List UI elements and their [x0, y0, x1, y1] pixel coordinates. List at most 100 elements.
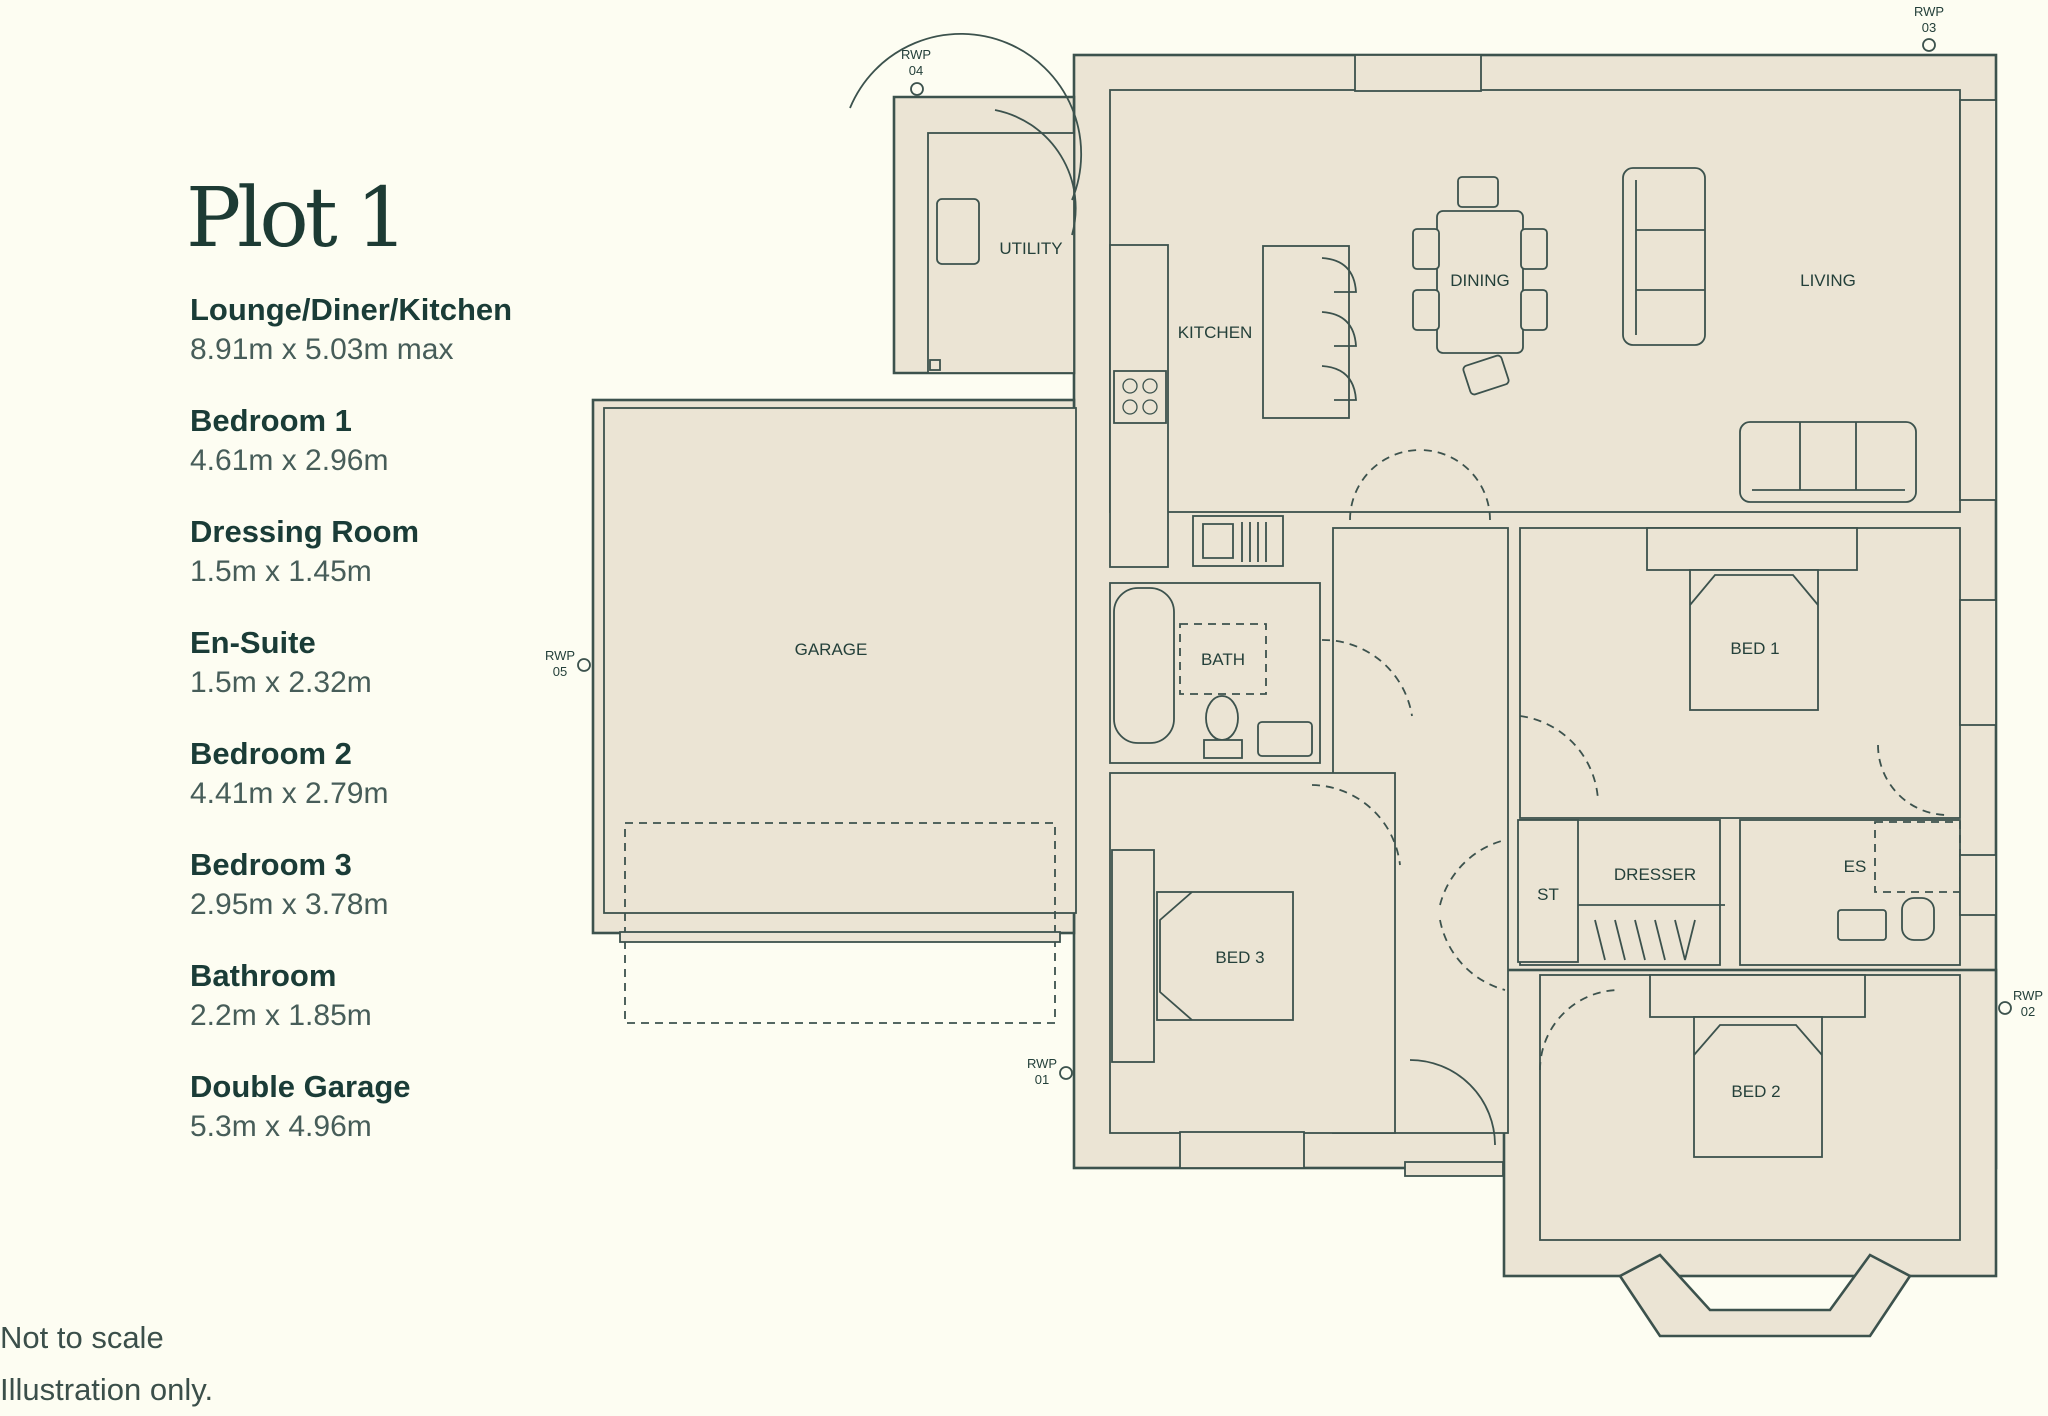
room-size: 8.91m x 5.03m max: [190, 333, 454, 366]
ensuite-toilet: [1901, 897, 1935, 941]
svg-text:RWP: RWP: [1027, 1056, 1057, 1071]
rwp-marker: RWP 01: [1027, 1056, 1073, 1087]
room-name: Lounge/Diner/Kitchen: [190, 292, 513, 327]
door-swing: [1539, 989, 1621, 1071]
room-entry: Double Garage 5.3m x 4.96m: [190, 1067, 610, 1178]
disclaimer-notes: Not to scale Illustration only.: [0, 1312, 213, 1416]
label-dresser: DRESSER: [1614, 865, 1696, 884]
store-cupboard: [1517, 819, 1579, 963]
stool: [1321, 365, 1357, 401]
door-swing: [1321, 639, 1413, 717]
label-dining: DINING: [1450, 271, 1510, 290]
bed3-bed: [1156, 891, 1294, 1021]
sofa-cushions: [1635, 180, 1705, 335]
room-entry: Bedroom 3 2.95m x 3.78m: [190, 845, 610, 956]
svg-text:RWP: RWP: [901, 47, 931, 62]
room-size: 1.5m x 2.32m: [190, 666, 372, 699]
rwp-marker: RWP 02: [1998, 988, 2043, 1019]
dining-chair: [1520, 228, 1548, 270]
svg-text:RWP: RWP: [545, 648, 575, 663]
dining-chair: [1520, 289, 1548, 331]
illustration-note: Illustration only.: [0, 1372, 214, 1407]
window: [1959, 599, 1997, 726]
door-swing: [1439, 919, 1506, 991]
window: [619, 931, 1061, 943]
label-living: LIVING: [1800, 271, 1856, 290]
room-name: En-Suite: [190, 625, 316, 660]
label-bed3: BED 3: [1215, 948, 1264, 967]
room-size: 5.3m x 4.96m: [190, 1110, 372, 1143]
svg-text:RWP: RWP: [2013, 988, 2043, 1003]
rwp-marker: RWP 04: [901, 47, 931, 96]
door-swing: [1519, 715, 1599, 801]
door-swing: [1439, 839, 1506, 906]
room-entry: Bedroom 1 4.61m x 2.96m: [190, 401, 610, 512]
basin: [1257, 721, 1313, 757]
door-swing: [1409, 1059, 1496, 1146]
bathtub: [1113, 587, 1175, 744]
bay-window-wall: [1618, 1253, 1912, 1338]
dining-table: [1436, 210, 1524, 354]
label-bath: BATH: [1201, 650, 1245, 669]
sofa-vertical: [1622, 167, 1706, 346]
room-size: 4.61m x 2.96m: [190, 444, 389, 477]
room-name: Bathroom: [190, 958, 337, 993]
svg-text:RWP: RWP: [1914, 4, 1944, 19]
window: [1959, 99, 1997, 501]
room-name: Bedroom 2: [190, 736, 352, 771]
window: [1179, 1131, 1305, 1169]
window: [1354, 54, 1482, 92]
stool: [1321, 257, 1357, 293]
window: [1404, 1161, 1504, 1177]
wardrobe-hangers: [1594, 919, 1696, 961]
svg-text:02: 02: [2021, 1004, 2035, 1019]
stool: [1321, 311, 1357, 347]
dining-chair: [1412, 289, 1440, 331]
svg-text:04: 04: [909, 63, 923, 78]
room-size: 2.2m x 1.85m: [190, 999, 372, 1032]
not-to-scale-note: Not to scale: [0, 1320, 164, 1355]
garage-door-swing: [624, 822, 1056, 1024]
label-bed1: BED 1: [1730, 639, 1779, 658]
room-entry: Bathroom 2.2m x 1.85m: [190, 956, 610, 1067]
bed3-headboard: [1111, 849, 1155, 1063]
sofa-cushions: [1752, 422, 1905, 491]
rwp-marker: RWP 03: [1914, 4, 1944, 52]
room-name: Dressing Room: [190, 514, 420, 549]
dining-chair: [1412, 228, 1440, 270]
svg-text:03: 03: [1922, 20, 1936, 35]
label-utility: UTILITY: [999, 239, 1062, 258]
door-swing: [1877, 744, 1951, 816]
label-kitchen: KITCHEN: [1178, 323, 1253, 342]
window: [1959, 854, 1997, 916]
room-entry: En-Suite 1.5m x 2.32m: [190, 623, 610, 734]
bed1-bed: [1689, 569, 1819, 711]
room-size: 1.5m x 1.45m: [190, 555, 372, 588]
room-name: Bedroom 3: [190, 847, 352, 882]
room-name: Bedroom 1: [190, 403, 352, 438]
dining-chair: [1457, 176, 1499, 208]
bed2-headboard: [1649, 974, 1866, 1018]
room-schedule: Lounge/Diner/Kitchen 8.91m x 5.03m max B…: [190, 290, 610, 1178]
bed2-bed: [1693, 1016, 1823, 1158]
label-garage: GARAGE: [795, 640, 868, 659]
garage-room: [603, 407, 1077, 914]
label-st: ST: [1537, 885, 1559, 904]
svg-text:01: 01: [1035, 1072, 1049, 1087]
ensuite-basin: [1837, 909, 1887, 941]
bed1-headboard: [1646, 527, 1858, 571]
sofa-horizontal: [1739, 421, 1917, 503]
toilet-cistern: [1203, 739, 1243, 759]
room-entry: Lounge/Diner/Kitchen 8.91m x 5.03m max: [190, 290, 610, 401]
label-bed2: BED 2: [1731, 1082, 1780, 1101]
dining-chair: [1462, 354, 1510, 396]
kitchen-island: [1262, 245, 1350, 419]
label-es: ES: [1844, 857, 1867, 876]
room-name: Double Garage: [190, 1069, 411, 1104]
rwp-marker: RWP 05: [545, 648, 591, 679]
room-entry: Bedroom 2 4.41m x 2.79m: [190, 734, 610, 845]
room-size: 4.41m x 2.79m: [190, 777, 389, 810]
plot-title: Plot 1: [186, 171, 408, 266]
svg-text:05: 05: [553, 664, 567, 679]
